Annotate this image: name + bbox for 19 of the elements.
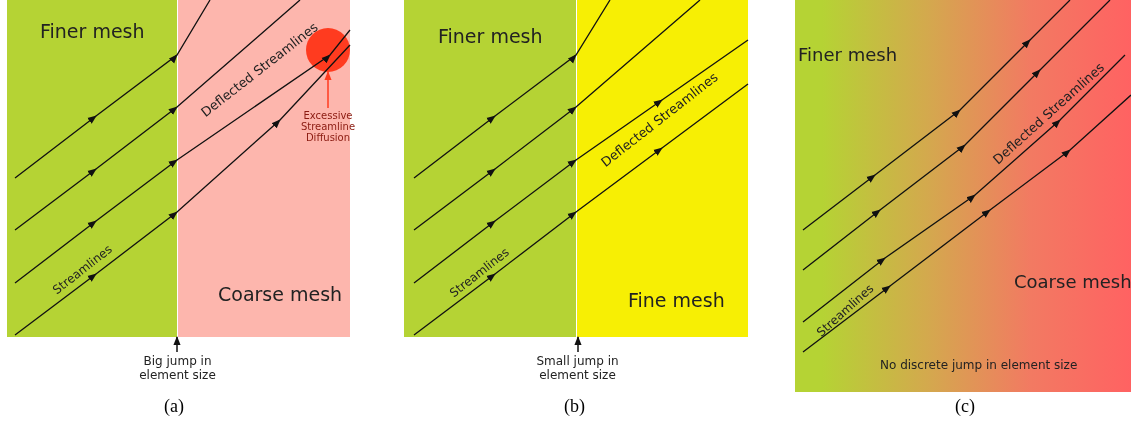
leader-arrow (574, 336, 582, 353)
region-label: Fine mesh (628, 289, 725, 311)
leader-arrow (173, 336, 181, 353)
region-label: Finer mesh (438, 25, 543, 47)
region-label: Finer mesh (40, 20, 145, 42)
region-label: Finer mesh (798, 44, 898, 65)
region-label: Coarse mesh (218, 283, 343, 305)
mesh-region (577, 0, 748, 337)
leader-arrow (324, 71, 332, 109)
panel-caption: (b) (564, 396, 585, 417)
annotation-text: Big jump in element size (138, 354, 217, 382)
annotation-text: Excessive Streamline Diffusion (299, 110, 357, 143)
annotation-text: Small jump in element size (535, 354, 620, 382)
panel-caption: (c) (955, 396, 975, 417)
mesh-region (404, 0, 577, 337)
mesh-region (7, 0, 178, 337)
panel-caption: (a) (164, 396, 184, 417)
region-label: Coarse mesh (1014, 271, 1131, 292)
annotation-text: No discrete jump in element size (880, 358, 1078, 372)
